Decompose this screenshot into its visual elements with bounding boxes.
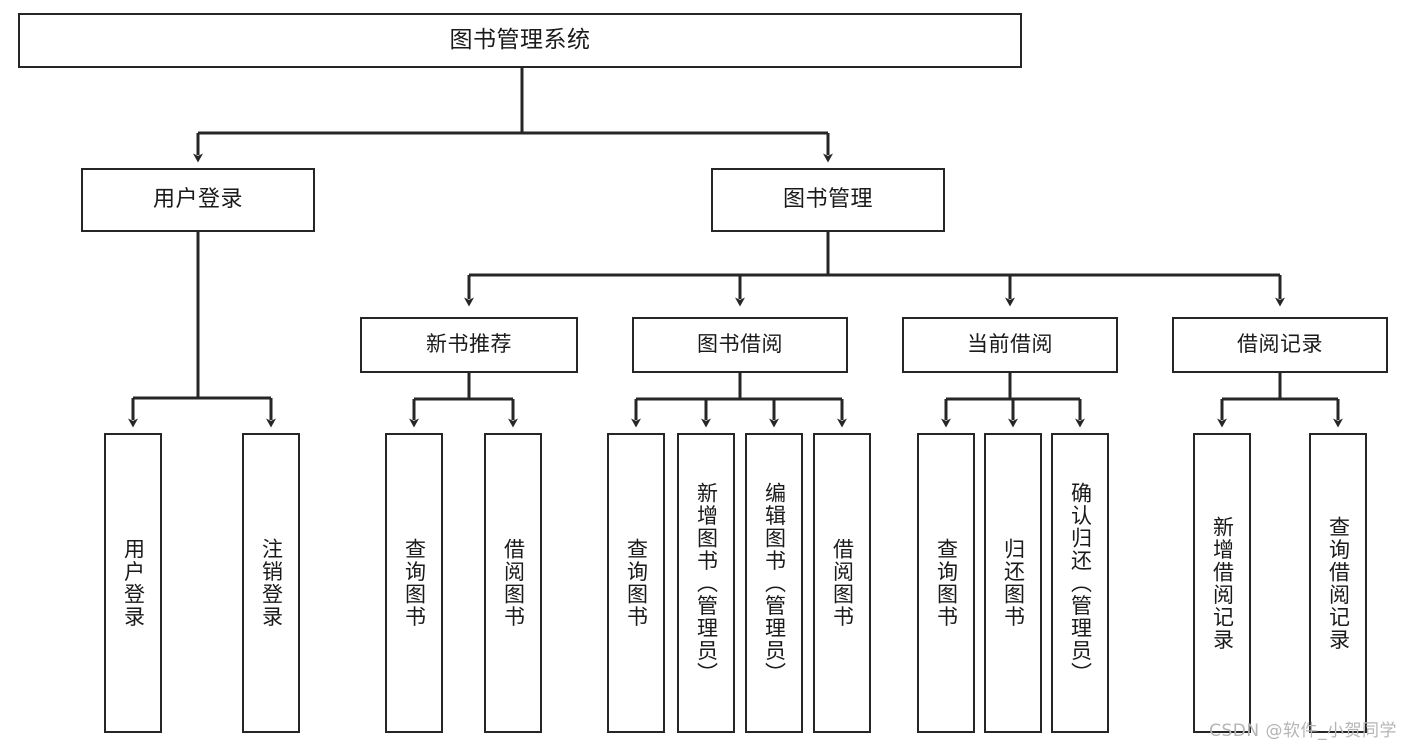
- node-label: 图书管理系统: [449, 26, 591, 53]
- node-label: 编辑图书（管理员）: [762, 481, 787, 685]
- leaf-book-borrow-add[interactable]: 新增图书（管理员）: [677, 433, 735, 733]
- node-book-borrow[interactable]: 图书借阅: [632, 317, 848, 373]
- node-label: 用户登录: [152, 186, 243, 212]
- leaf-current-borrow-return[interactable]: 归还图书: [984, 433, 1042, 733]
- node-label: 新增图书（管理员）: [694, 481, 719, 685]
- node-new-book-recommend[interactable]: 新书推荐: [360, 317, 578, 373]
- node-label: 借阅图书: [501, 538, 526, 628]
- node-label: 归还图书: [1001, 538, 1026, 628]
- leaf-current-borrow-query[interactable]: 查询图书: [917, 433, 975, 733]
- leaf-new-book-query[interactable]: 查询图书: [385, 433, 443, 733]
- node-label: 借阅图书: [830, 538, 855, 628]
- node-label: 用户登录: [121, 538, 146, 628]
- leaf-user-login-logout[interactable]: 注销登录: [242, 433, 300, 733]
- leaf-current-borrow-confirm-return[interactable]: 确认归还（管理员）: [1051, 433, 1109, 733]
- node-label: 查询借阅记录: [1326, 515, 1351, 651]
- node-label: 图书借阅: [697, 332, 783, 357]
- node-label: 当前借阅: [967, 332, 1053, 357]
- node-label: 新增借阅记录: [1210, 515, 1235, 651]
- node-label: 确认归还（管理员）: [1068, 481, 1093, 685]
- node-label: 图书管理: [782, 186, 873, 212]
- node-label: 查询图书: [934, 538, 959, 628]
- node-label: 查询图书: [624, 538, 649, 628]
- node-root-library-system[interactable]: 图书管理系统: [18, 13, 1022, 68]
- node-borrow-record[interactable]: 借阅记录: [1172, 317, 1388, 373]
- node-label: 注销登录: [259, 538, 284, 628]
- leaf-borrow-record-add[interactable]: 新增借阅记录: [1193, 433, 1251, 733]
- leaf-book-borrow-borrow[interactable]: 借阅图书: [813, 433, 871, 733]
- node-current-borrow[interactable]: 当前借阅: [902, 317, 1118, 373]
- leaf-book-borrow-query[interactable]: 查询图书: [607, 433, 665, 733]
- leaf-new-book-borrow[interactable]: 借阅图书: [484, 433, 542, 733]
- node-book-management[interactable]: 图书管理: [711, 168, 945, 232]
- node-label: 新书推荐: [426, 332, 512, 357]
- leaf-book-borrow-edit[interactable]: 编辑图书（管理员）: [745, 433, 803, 733]
- node-user-login[interactable]: 用户登录: [81, 168, 315, 232]
- node-label: 查询图书: [402, 538, 427, 628]
- node-label: 借阅记录: [1237, 332, 1323, 357]
- leaf-user-login-login[interactable]: 用户登录: [104, 433, 162, 733]
- leaf-borrow-record-query[interactable]: 查询借阅记录: [1309, 433, 1367, 733]
